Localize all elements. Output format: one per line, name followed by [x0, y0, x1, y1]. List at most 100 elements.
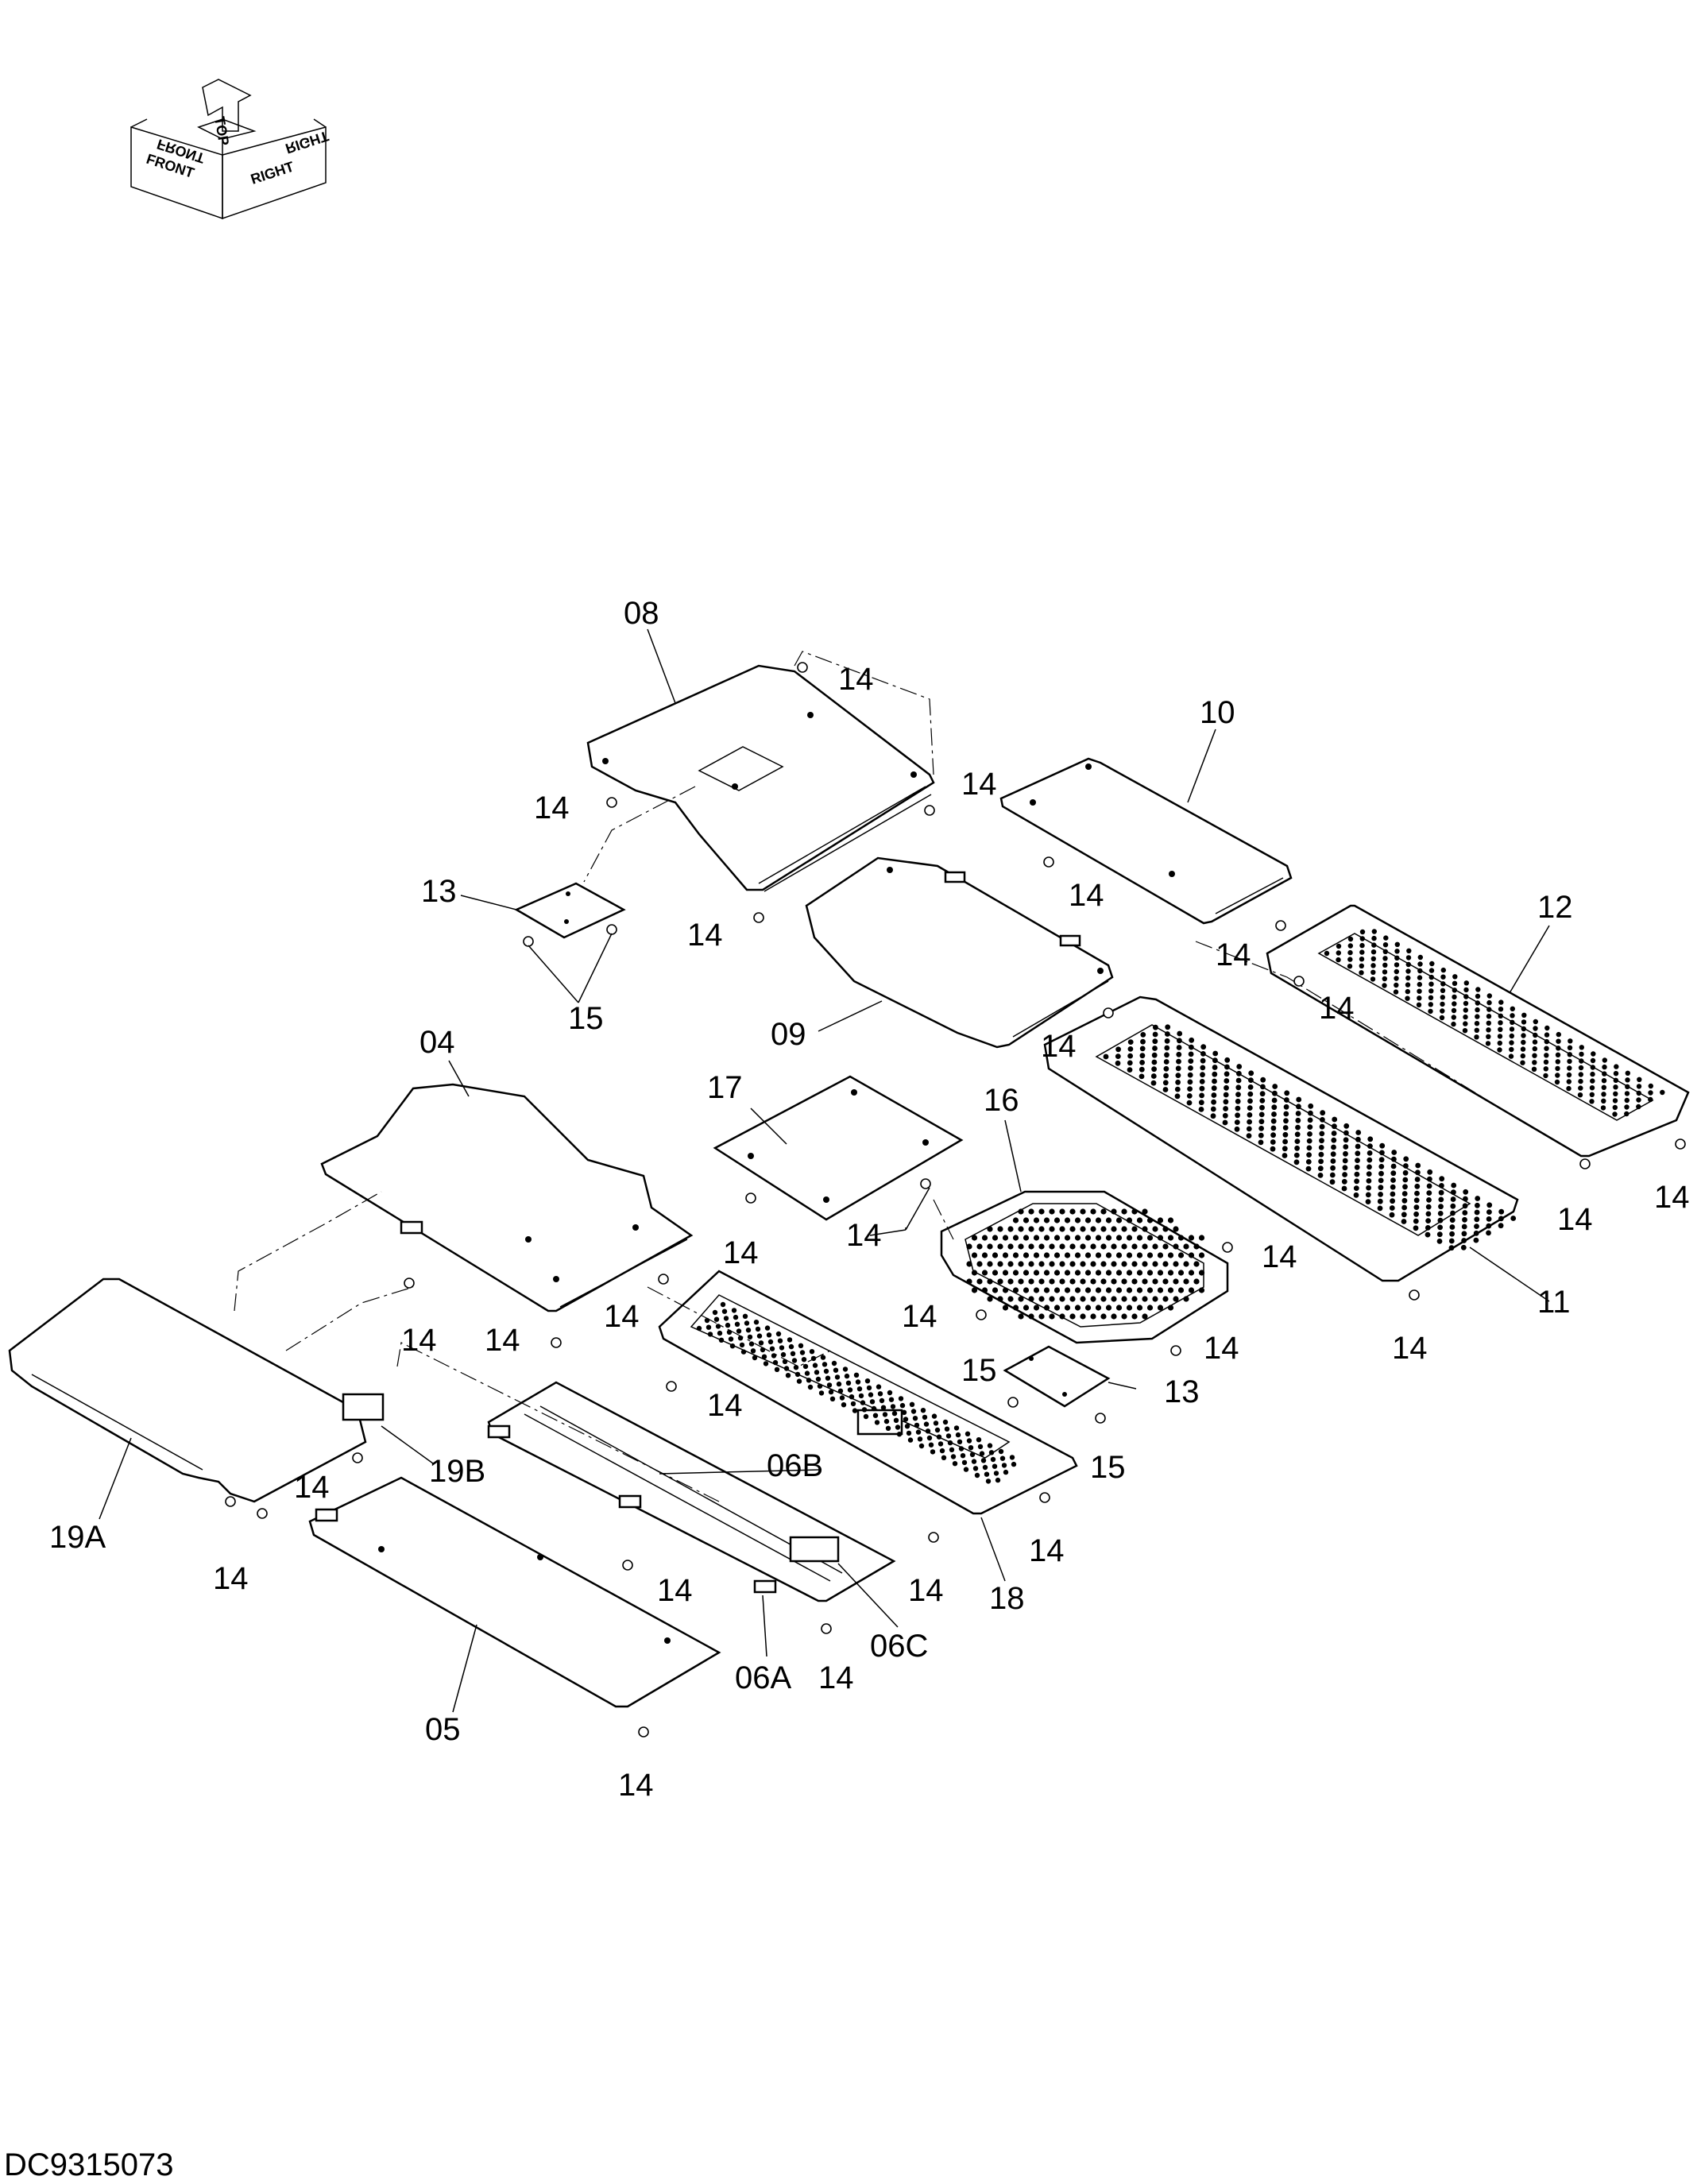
perforation-hole [1212, 1065, 1218, 1070]
perforation-hole [1601, 1098, 1606, 1104]
perforation-hole [1428, 981, 1434, 987]
perforation-hole [1591, 1051, 1596, 1057]
callout-16: 16 [984, 1083, 1019, 1118]
perforation-hole [734, 1321, 740, 1328]
callout-18: 18 [989, 1581, 1025, 1616]
perforation-hole [1177, 1252, 1185, 1258]
perforation-hole [1294, 1131, 1301, 1138]
perforation-hole [1183, 1261, 1189, 1267]
callout-14: 14 [1029, 1533, 1065, 1568]
perforation-hole [849, 1394, 855, 1400]
perforation-hole [1038, 1278, 1045, 1285]
perforation-hole [1543, 1073, 1548, 1079]
perforation-hole [1111, 1313, 1117, 1320]
perforation-hole [1625, 1077, 1630, 1083]
perforation-hole [955, 1432, 961, 1438]
perforation-hole [1139, 1066, 1145, 1073]
perforation-hole [1390, 1177, 1396, 1183]
perforation-hole [1439, 1183, 1444, 1189]
perforation-hole [1105, 1270, 1112, 1276]
perforation-hole [1127, 1053, 1133, 1059]
perforation-hole [1613, 1084, 1618, 1090]
perforation-hole [1012, 1305, 1019, 1311]
callout-labels: 08 10 12 13 15 09 04 17 16 11 15 13 15 0… [49, 596, 1690, 1803]
perforation-hole [1355, 1130, 1362, 1135]
perforation-hole [1084, 1305, 1092, 1311]
perforation-hole [1139, 1060, 1145, 1065]
perforation-hole [876, 1384, 882, 1390]
perforation-hole [858, 1393, 864, 1399]
perforation-hole [1319, 1123, 1325, 1130]
perforation-hole [1064, 1235, 1071, 1241]
perforation-hole [928, 1442, 934, 1448]
perforation-hole [1146, 1287, 1154, 1293]
perforation-hole [1403, 1163, 1409, 1169]
perforation-hole [1636, 1084, 1642, 1089]
perforation-hole [1367, 1136, 1374, 1142]
perforation-hole [1336, 950, 1342, 956]
bolt-icon [797, 662, 808, 673]
perforation-hole [1165, 1024, 1171, 1030]
perforation-hole [1354, 1171, 1360, 1177]
perforation-hole [1413, 1211, 1419, 1217]
perforation-hole [1401, 1204, 1407, 1211]
perforation-hole [895, 1424, 901, 1430]
perforation-hole [733, 1314, 739, 1320]
perforation-hole [1115, 1060, 1121, 1066]
callout-14: 14 [1216, 937, 1251, 972]
perforation-hole [1283, 1104, 1289, 1110]
perforation-hole [1090, 1208, 1096, 1215]
perforation-hole [917, 1436, 923, 1442]
perforation-hole [997, 1261, 1003, 1267]
perforation-hole [1317, 1165, 1324, 1172]
perforation-hole [953, 1425, 960, 1431]
perforation-hole [1115, 1235, 1123, 1241]
perforation-hole [1126, 1217, 1133, 1223]
perforation-hole [1440, 1008, 1445, 1014]
perforation-hole [1475, 987, 1481, 992]
perforation-hole [1186, 1093, 1193, 1099]
bolt-icon [1043, 856, 1054, 868]
perforation-hole [1436, 1231, 1443, 1238]
perforation-hole [1224, 1057, 1231, 1063]
perforation-hole [1319, 1138, 1324, 1144]
perforation-hole [1259, 1104, 1265, 1111]
perforation-hole [1521, 1019, 1527, 1025]
perforation-hole [1164, 1038, 1170, 1044]
perforation-hole [997, 1296, 1003, 1302]
perforation-hole [1601, 1092, 1606, 1097]
part-16-screen [940, 1190, 1229, 1344]
perforation-hole [1359, 929, 1366, 935]
perforation-hole [1451, 1007, 1457, 1014]
perforation-hole [772, 1359, 779, 1366]
perforation-hole [1007, 1243, 1014, 1250]
perforation-hole [1394, 955, 1400, 961]
perforation-hole [1282, 1153, 1288, 1158]
perforation-hole [1028, 1226, 1034, 1232]
bolt-icon [666, 1381, 677, 1392]
perforation-hole [1295, 1111, 1301, 1116]
perforation-hole [1012, 1217, 1019, 1223]
perforation-hole [793, 1365, 799, 1370]
perforation-hole [987, 1296, 993, 1302]
perforation-hole [1452, 974, 1458, 980]
perforation-hole [782, 1359, 788, 1365]
perforation-hole [1018, 1208, 1024, 1215]
perforation-hole [1417, 981, 1423, 988]
perforation-hole [1520, 1053, 1526, 1059]
perforation-hole [1100, 1313, 1107, 1320]
perforation-hole [1510, 1216, 1517, 1221]
perforation-hole [766, 1332, 772, 1338]
perforation-hole [1038, 1243, 1045, 1250]
perforation-hole [1177, 1287, 1185, 1293]
perforation-hole [1157, 1287, 1164, 1293]
perforation-hole [804, 1370, 810, 1376]
perforation-hole [1139, 1053, 1146, 1059]
perforation-hole [1378, 1192, 1383, 1197]
perforation-hole [1510, 1006, 1516, 1012]
perforation-hole [1100, 1226, 1107, 1232]
perforation-hole [1053, 1252, 1061, 1258]
perforation-hole [1417, 968, 1423, 974]
perforation-hole [1463, 994, 1469, 999]
perforation-hole [1355, 1143, 1361, 1150]
